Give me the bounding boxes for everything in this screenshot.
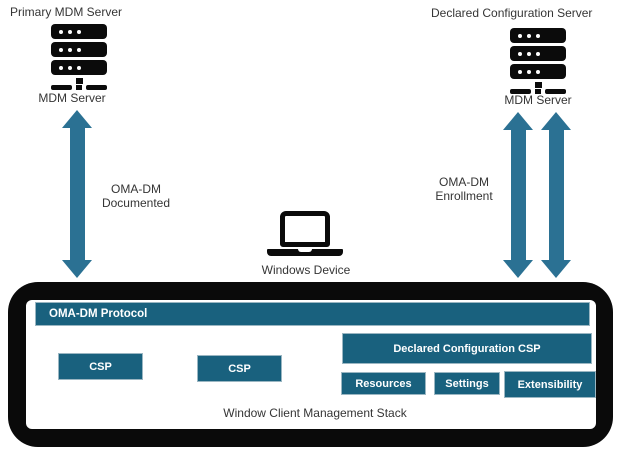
right-double-arrow-icon [541, 112, 571, 278]
declared-configuration-csp-box: Declared Configuration CSP [342, 333, 592, 364]
server-stack-icon [509, 28, 567, 94]
stack-caption: Window Client Management Stack [223, 406, 407, 420]
extensibility-box: Extensibility [504, 371, 596, 398]
csp-box-1: CSP [58, 353, 143, 380]
declared-configuration-server-title: Declared Configuration Server [431, 6, 593, 20]
oma-dm-protocol-bar: OMA-DM Protocol [35, 302, 590, 326]
server-row-icon [510, 64, 566, 79]
windows-device-label: Windows Device [261, 263, 351, 277]
resources-box: Resources [341, 372, 426, 395]
left-double-arrow-icon [62, 110, 92, 278]
right-mdm-server-label: MDM Server [504, 93, 572, 107]
csp-box-2: CSP [197, 355, 282, 382]
right-double-arrow-icon [503, 112, 533, 278]
settings-box: Settings [434, 372, 500, 395]
server-row-icon [51, 60, 107, 75]
server-stack-icon [50, 24, 108, 90]
server-row-icon [51, 42, 107, 57]
server-row-icon [510, 28, 566, 43]
left-mdm-server-label: MDM Server [38, 91, 106, 105]
laptop-icon [267, 211, 343, 256]
oma-dm-documented-label: OMA-DM Documented [101, 182, 171, 210]
server-row-icon [51, 24, 107, 39]
oma-dm-enrollment-label: OMA-DM Enrollment [435, 175, 493, 203]
server-row-icon [510, 46, 566, 61]
primary-mdm-server-title: Primary MDM Server [10, 5, 123, 19]
